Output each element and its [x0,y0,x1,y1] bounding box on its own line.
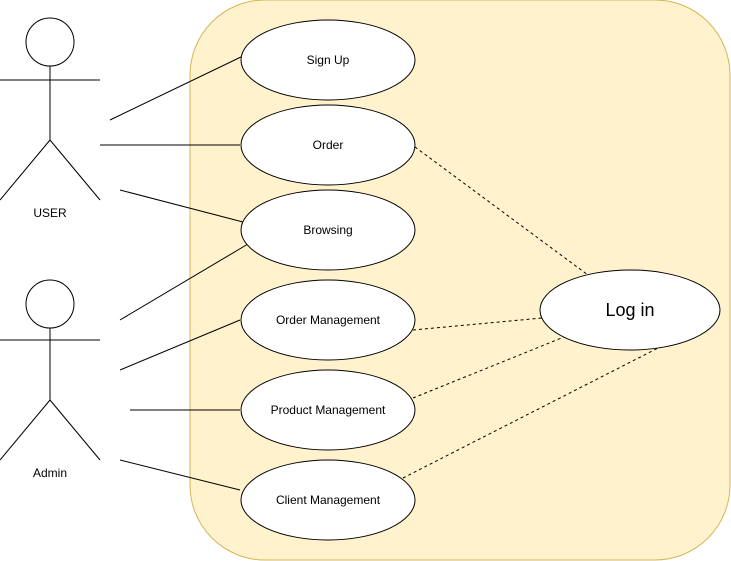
use-case-browsing-shape [240,189,416,271]
use-case-browsing-label: Browsing [303,223,352,237]
assoc-admin-order-management [119,319,241,371]
use-case-client-management-shape [240,459,416,541]
actor-admin-head [25,279,75,329]
actor-admin-label: Admin [33,466,67,480]
actor-admin-left-leg [0,399,51,461]
actor-user-head [25,17,75,67]
use-case-product-management-shape [240,369,416,451]
use-case-sign-up: Sign Up [240,19,416,101]
use-case-log-in: Log in [539,269,721,351]
use-case-browsing: Browsing [240,189,416,271]
use-case-order-label: Order [313,138,344,152]
assoc-admin-browsing [119,243,249,321]
actor-user-right-leg [49,139,101,201]
use-case-client-management: Client Management [240,459,416,541]
use-case-sign-up-label: Sign Up [307,53,350,67]
use-case-sign-up-shape [240,19,416,101]
associations [100,55,249,491]
use-case-order-management-shape [240,279,416,361]
use-case-order-management-label: Order Management [276,313,381,327]
actor-user-left-leg [0,139,51,201]
assoc-user-browsing [119,189,244,223]
assoc-user-signup [109,55,244,121]
actor-user-label: USER [33,206,67,220]
use-case-client-management-label: Client Management [276,493,381,507]
use-case-product-management-label: Product Management [271,403,386,417]
use-case-log-in-shape [539,269,721,351]
assoc-admin-client-management [119,459,241,491]
actor-user [0,17,101,201]
use-case-log-in-label: Log in [605,300,654,320]
actor-admin-right-leg [49,399,101,461]
actor-admin [0,279,101,461]
login-links [402,146,663,479]
use-case-order-shape [240,104,416,186]
use-case-order-management: Order Management [240,279,416,361]
use-case-order: Order [240,104,416,186]
link-client-management-login [402,345,663,479]
use-case-product-management: Product Management [240,369,416,451]
